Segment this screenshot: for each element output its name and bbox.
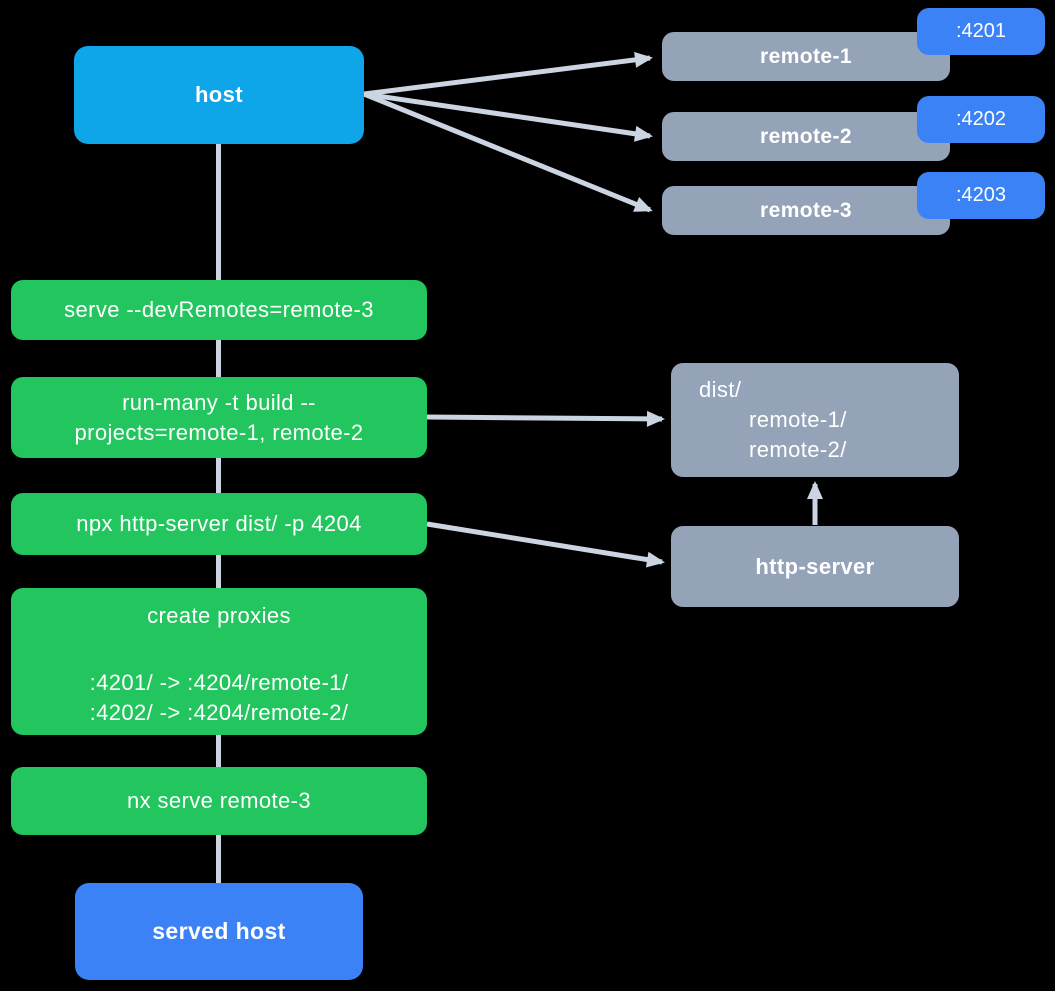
edge-host-remote-1 bbox=[363, 51, 653, 97]
node-dist-folder: dist/ remote-1/ remote-2/ bbox=[671, 363, 959, 477]
dist-remote-1-line: remote-1/ bbox=[749, 407, 847, 432]
edge-npx-httpserver bbox=[426, 521, 665, 568]
edge-host-remote-2 bbox=[363, 91, 653, 142]
step-create-proxies: create proxies :4201/ -> :4204/remote-1/… bbox=[11, 588, 427, 735]
edge-runmany-dist bbox=[426, 410, 665, 427]
node-remote-3: remote-3 bbox=[662, 186, 950, 235]
node-remote-1: remote-1 bbox=[662, 32, 950, 81]
step-npx-http-server-text: npx http-server dist/ -p 4204 bbox=[76, 511, 362, 536]
step-create-proxies-title: create proxies bbox=[147, 603, 291, 628]
step-run-many-build: run-many -t build -- projects=remote-1, … bbox=[11, 377, 427, 458]
port-badge-4203: :4203 bbox=[917, 172, 1045, 219]
step-create-proxies-rule-2: :4202/ -> :4204/remote-2/ bbox=[89, 700, 349, 725]
node-remote-2: remote-2 bbox=[662, 112, 950, 161]
step-run-many-build-line-1: run-many -t build -- bbox=[122, 389, 316, 415]
node-http-server: http-server bbox=[671, 526, 959, 607]
port-4203-label: :4203 bbox=[955, 184, 1007, 206]
step-nx-serve-remote-3-text: nx serve remote-3 bbox=[126, 788, 312, 813]
port-4202-label: :4202 bbox=[955, 108, 1007, 130]
remote-1-label: remote-1 bbox=[760, 44, 852, 68]
dist-remote-2-line: remote-2/ bbox=[749, 437, 847, 462]
port-4201-label: :4201 bbox=[955, 20, 1007, 42]
remote-3-label: remote-3 bbox=[760, 198, 852, 222]
port-badge-4201: :4201 bbox=[917, 8, 1045, 55]
host-label: host bbox=[194, 82, 244, 107]
served-host-label: served host bbox=[152, 918, 286, 944]
port-badge-4202: :4202 bbox=[917, 96, 1045, 143]
step-create-proxies-rule-1: :4201/ -> :4204/remote-1/ bbox=[89, 670, 349, 695]
step-serve-devremotes-text: serve --devRemotes=remote-3 bbox=[64, 297, 374, 322]
edge-host-remote-3 bbox=[363, 91, 653, 213]
step-serve-devremotes: serve --devRemotes=remote-3 bbox=[11, 280, 427, 340]
step-run-many-build-line-2: projects=remote-1, remote-2 bbox=[74, 419, 364, 445]
remote-2-label: remote-2 bbox=[760, 124, 852, 148]
dist-folder-line: dist/ bbox=[699, 377, 742, 402]
node-host: host bbox=[74, 46, 364, 144]
node-served-host: served host bbox=[75, 883, 363, 980]
http-server-label: http-server bbox=[755, 553, 875, 579]
step-nx-serve-remote-3: nx serve remote-3 bbox=[11, 767, 427, 835]
step-npx-http-server: npx http-server dist/ -p 4204 bbox=[11, 493, 427, 555]
